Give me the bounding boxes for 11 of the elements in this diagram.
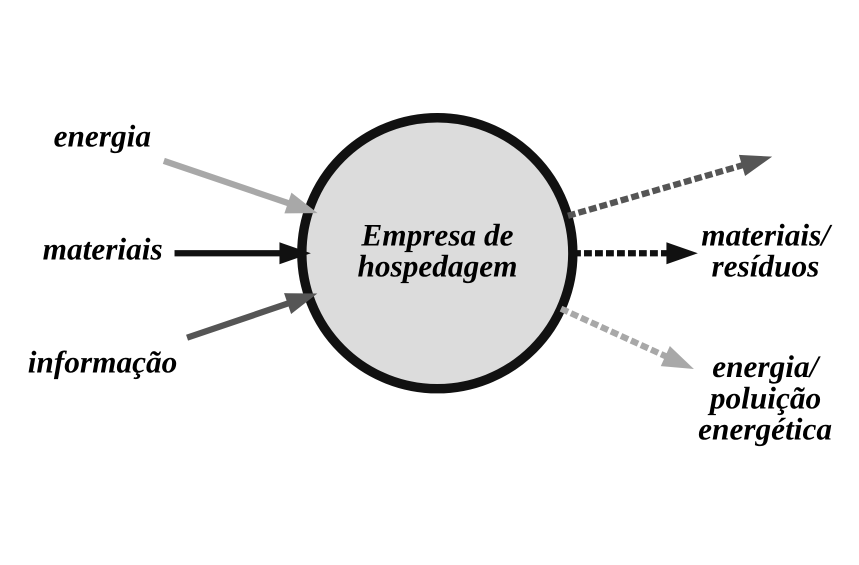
node-text: materiais/ resíduos (701, 216, 830, 284)
arrow (560, 305, 694, 369)
arrow (162, 157, 318, 213)
arrow (567, 154, 772, 218)
node-text: materiais (42, 231, 163, 266)
node-text: energia/ poluição energética (698, 348, 832, 446)
node-text: energia (54, 118, 151, 154)
arrow (174, 242, 311, 264)
node-text: informação (28, 344, 178, 379)
arrow (186, 292, 318, 340)
node-circle: Empresa de hospedagem (297, 112, 578, 393)
